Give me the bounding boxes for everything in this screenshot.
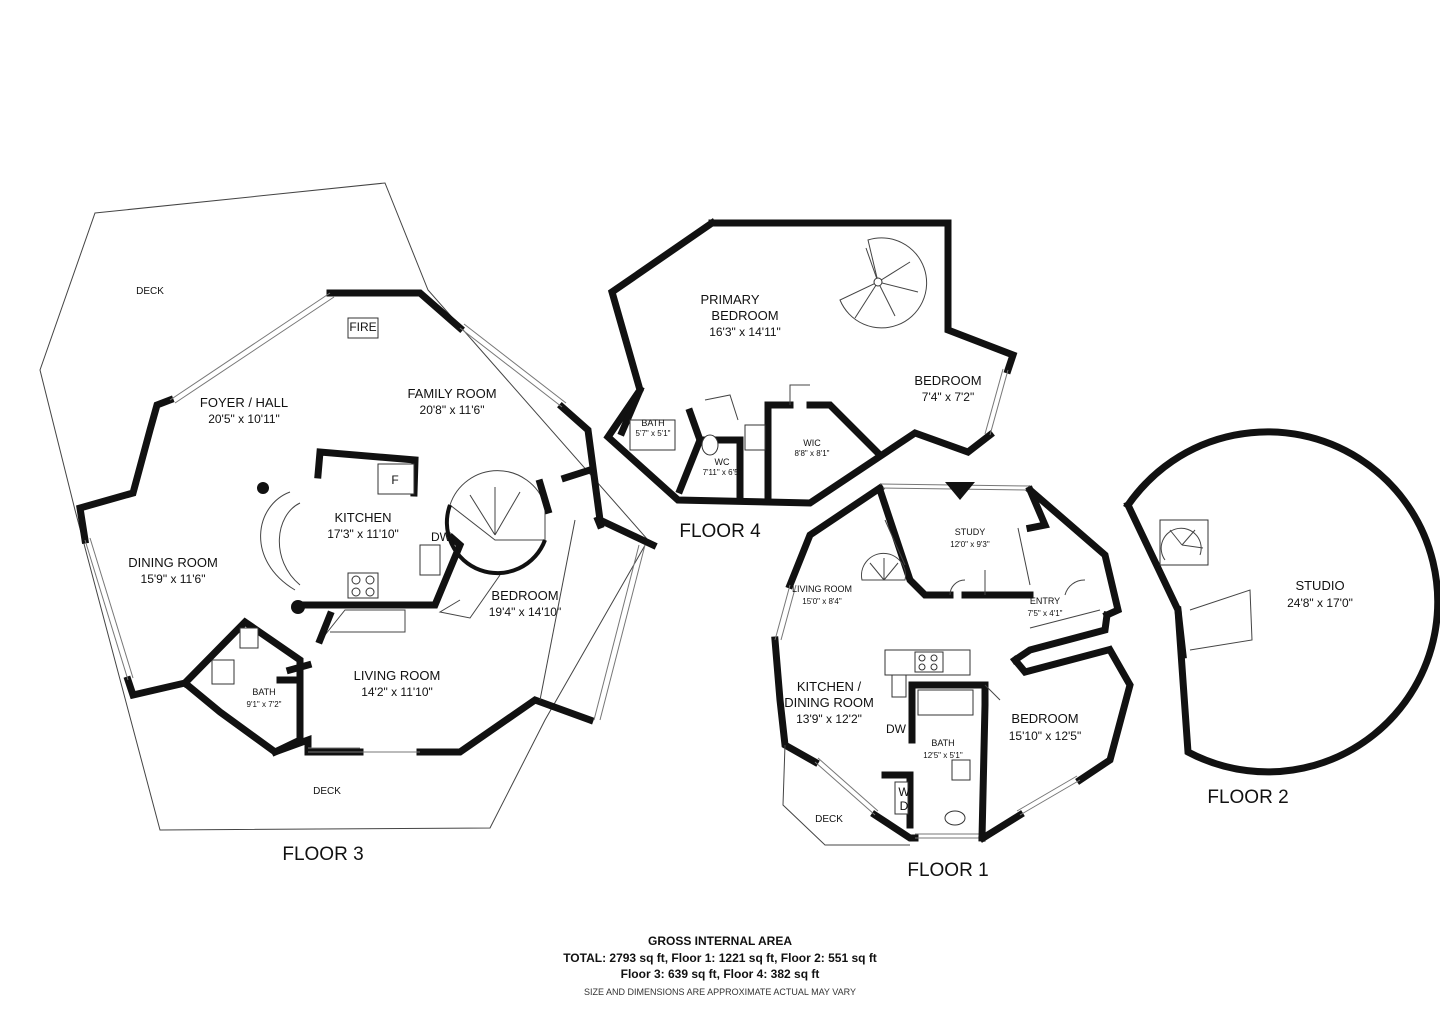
floor-1-label: FLOOR 1 [907,860,988,881]
floor-4-plan [603,218,1018,507]
kitchen-dim: 17'3" x 11'10" [327,527,399,541]
floor-3-deck-bottom-label: DECK [313,786,341,797]
floor-4-bath-dim: 5'7" x 5'1" [636,429,671,438]
kitchen-dining-name-line2: DINING ROOM [784,695,874,710]
wic-dim: 8'8" x 8'1" [795,449,830,458]
studio-name: STUDIO [1295,578,1344,593]
floor-1-bedroom-dim: 15'10" x 12'5" [1009,729,1082,743]
gross-internal-area-title: GROSS INTERNAL AREA [647,934,792,948]
floor-3-bath-dim: 9'1" x 7'2" [247,700,282,709]
disclaimer-note: SIZE AND DIMENSIONS ARE APPROXIMATE ACTU… [584,987,856,997]
floor-2-label: FLOOR 2 [1207,787,1288,808]
kitchen-dining-dim: 13'9" x 12'2" [796,712,862,726]
dining-room-name: DINING ROOM [128,555,218,570]
foyer-hall-name: FOYER / HALL [200,395,288,410]
wc-dim: 7'11" x 6'5" [703,468,742,477]
study-dim: 12'0" x 9'3" [950,540,990,549]
floor-1-deck-label: DECK [815,814,843,825]
floor-3-deck-top-label: DECK [136,286,164,297]
floor-3-living-room-name: LIVING ROOM [354,668,441,683]
floor-4-label: FLOOR 4 [679,521,761,542]
floor-2-plan [1123,428,1440,776]
floor-3-deck-outline [39,182,649,831]
dryer-label: D [900,799,909,813]
floor-3-bath-name: BATH [252,687,275,697]
floor-3-exterior-wall [326,289,465,333]
wc-name: WC [715,457,730,467]
studio-dim: 24'8" x 17'0" [1287,596,1353,610]
gross-internal-area-floors: Floor 3: 639 sq ft, Floor 4: 382 sq ft [620,967,820,981]
gross-internal-area-total: TOTAL: 2793 sq ft, Floor 1: 1221 sq ft, … [563,951,877,965]
family-room-name: FAMILY ROOM [407,386,496,401]
floor-1-living-room-name: LIVING ROOM [792,584,852,594]
floor-1-deck-outline [782,744,910,846]
floor-3-plan [39,182,658,831]
entry-dim: 7'5" x 4'1" [1028,609,1063,618]
floor-4-spiral-stair [839,237,928,329]
dining-room-dim: 15'9" x 11'6" [141,572,206,586]
wic-name: WIC [803,438,821,448]
floor-1-bath-dim: 12'5" x 5'1" [923,751,963,760]
kitchen-name: KITCHEN [334,510,391,525]
floor-3-living-room-dim: 14'2" x 11'10" [361,685,433,699]
fridge-label: F [391,473,398,487]
floor-1-plan [771,482,1134,846]
floor-1-spiral-stair [861,552,906,581]
floor-3-spiral-stair [449,470,546,541]
floor-1-exterior-wall [785,483,885,590]
primary-bedroom-dim: 16'3" x 14'11" [709,325,781,339]
fireplace-label: FIRE [349,320,376,334]
floor-3-label: FLOOR 3 [282,844,363,865]
floor-3-dishwasher-label: DW [431,530,452,544]
primary-bedroom-name-line1: PRIMARY [701,292,760,307]
floor-3-bedroom-dim: 19'4" x 14'10" [489,605,562,619]
fireplace [347,317,379,339]
entry-name: ENTRY [1030,596,1060,606]
study-name: STUDY [955,527,986,537]
floor-4-exterior-wall [708,219,1018,375]
foyer-hall-dim: 20'5" x 10'11" [208,412,280,426]
floor-2-exterior-wall [1123,428,1440,776]
washer-label: W [898,785,910,799]
floor-1-bedroom-name: BEDROOM [1011,711,1078,726]
floor-1-dishwasher-label: DW [886,722,907,736]
kitchen-dining-name-line1: KITCHEN / [797,679,862,694]
floor-3-bedroom-name: BEDROOM [491,588,558,603]
floor-4-bath-name: BATH [641,418,664,428]
family-room-dim: 20'8" x 11'6" [420,403,485,417]
floor-3-windows [84,292,646,753]
primary-bedroom-name-line2: BEDROOM [711,308,778,323]
floor-4-bedroom-dim: 7'4" x 7'2" [922,390,974,404]
floor-4-bedroom-name: BEDROOM [914,373,981,388]
floor-1-bath-name: BATH [931,738,954,748]
floor-1-living-room-dim: 15'0" x 8'4" [802,597,842,606]
